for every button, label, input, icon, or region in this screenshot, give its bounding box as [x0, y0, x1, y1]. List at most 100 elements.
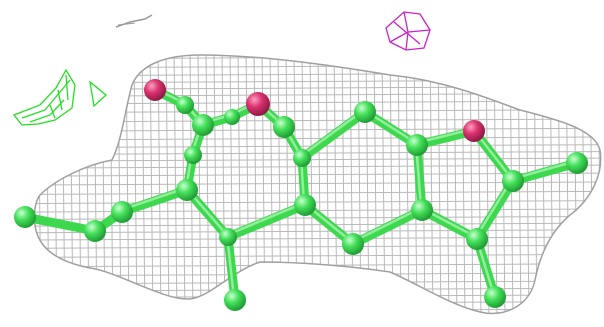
mesh-line	[34, 86, 601, 91]
mesh-line	[325, 55, 330, 314]
mesh-line	[34, 308, 601, 313]
oxygen-atom	[463, 120, 485, 142]
mesh-line	[133, 55, 138, 314]
bond-highlight	[299, 108, 366, 158]
mesh-line	[573, 55, 578, 314]
mesh-line	[317, 55, 322, 314]
carbon-atom	[224, 109, 240, 125]
mesh-line	[213, 55, 218, 314]
carbon-atom	[192, 114, 214, 136]
grey-mesh-fragment	[115, 14, 153, 28]
mesh-line	[34, 157, 601, 162]
mesh-line	[381, 55, 386, 314]
oxygen-atom	[144, 79, 166, 101]
carbon-atom	[224, 289, 246, 311]
grey-mesh-fragment	[117, 22, 136, 26]
mesh-line	[365, 55, 370, 314]
mesh-line	[309, 55, 314, 314]
bond-highlight	[225, 201, 306, 237]
carbon-atom	[502, 170, 524, 192]
mesh-line	[34, 109, 601, 114]
mesh-line	[34, 280, 601, 285]
carbon-atom	[354, 101, 376, 123]
mesh-line	[34, 190, 601, 195]
atoms	[14, 79, 588, 311]
mesh-line	[333, 55, 338, 314]
mesh-line	[349, 55, 354, 314]
mesh-line	[93, 55, 98, 314]
mesh-line	[34, 100, 601, 105]
oxygen-atom	[246, 92, 270, 116]
mesh-contour	[12, 68, 76, 126]
carbon-atom	[342, 233, 364, 255]
mesh-line	[357, 55, 362, 314]
carbon-atom	[293, 149, 311, 167]
mesh-line	[341, 55, 346, 314]
mesh-line	[549, 55, 554, 314]
carbon-atom	[176, 179, 198, 201]
mesh-contour	[385, 11, 431, 51]
mesh-line	[461, 55, 466, 314]
magenta-difference-mesh	[385, 11, 431, 51]
mesh-line	[269, 55, 274, 314]
mesh-line	[581, 55, 586, 314]
mesh-line	[69, 55, 74, 314]
mesh-line	[34, 136, 601, 141]
mesh-line	[34, 294, 601, 299]
mesh-line	[565, 55, 570, 314]
carbon-atom	[406, 134, 428, 156]
mesh-contour	[21, 79, 71, 119]
carbon-atom	[294, 194, 316, 216]
mesh-line	[437, 55, 442, 314]
carbon-atom	[411, 199, 433, 221]
mesh-line	[373, 55, 378, 314]
mesh-line	[34, 64, 601, 69]
carbon-atom	[184, 146, 202, 164]
bond	[20, 212, 100, 236]
mesh-line	[34, 287, 601, 292]
mesh-line	[34, 151, 601, 156]
carbon-atom	[484, 286, 506, 308]
bond	[508, 158, 582, 186]
bond	[348, 205, 427, 249]
mesh-line	[34, 244, 601, 249]
mesh-line	[557, 55, 562, 314]
mesh-line	[597, 55, 601, 314]
mesh-line	[453, 55, 458, 314]
mesh-line	[261, 55, 266, 314]
bond	[297, 107, 370, 163]
carbon-atom	[219, 228, 237, 246]
mesh-line	[221, 55, 226, 314]
mesh-line	[34, 164, 601, 169]
mesh-line	[30, 47, 604, 50]
mesh-line	[34, 127, 601, 132]
mesh-contour	[89, 80, 107, 108]
mesh-line	[469, 55, 474, 314]
carbon-atom	[466, 228, 488, 250]
carbon-atom	[273, 116, 295, 138]
bond	[472, 176, 518, 244]
carbon-atom	[84, 220, 106, 242]
mesh-line	[477, 55, 482, 314]
mesh-line	[277, 55, 282, 314]
mesh-contour	[29, 99, 65, 123]
mesh-line	[34, 222, 601, 227]
mesh-line	[397, 55, 402, 314]
mesh-line	[34, 236, 601, 241]
bond	[117, 185, 192, 217]
mesh-line	[109, 55, 114, 314]
mesh-line	[197, 55, 202, 314]
mesh-line	[34, 118, 601, 123]
mesh-line	[285, 55, 290, 314]
mesh-line	[389, 55, 394, 314]
mesh-line	[34, 55, 601, 60]
mesh-line	[34, 301, 601, 306]
carbon-atom	[566, 152, 588, 174]
mesh-line	[34, 79, 601, 84]
mesh-line	[205, 55, 210, 314]
mesh-line	[117, 55, 122, 314]
mesh-line	[34, 72, 601, 77]
carbon-atom	[14, 206, 36, 228]
mesh-line	[589, 55, 594, 314]
